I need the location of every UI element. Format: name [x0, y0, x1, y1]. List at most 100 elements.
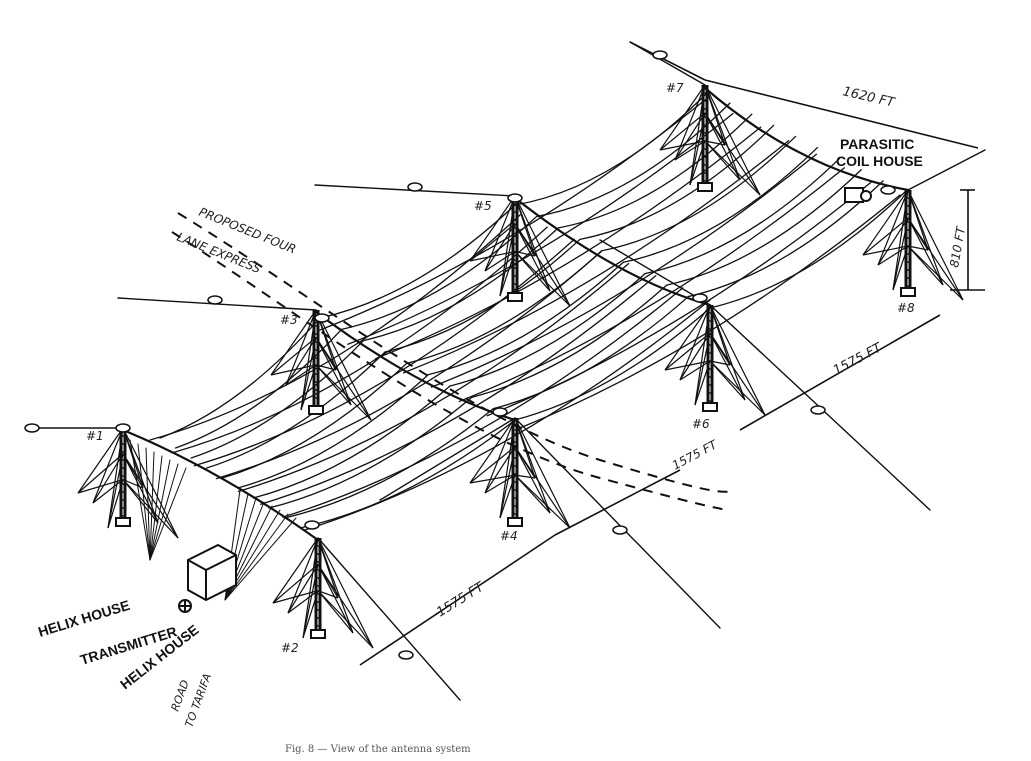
antenna-wire [171, 226, 548, 454]
guy-wire [862, 245, 909, 256]
tower-lattice [314, 559, 322, 565]
antenna-wire [458, 167, 845, 403]
tower-lattice [511, 265, 519, 271]
helix-house-building [187, 543, 237, 602]
downlead-wire [149, 455, 163, 561]
tower-lattice [312, 331, 320, 337]
tower-base [310, 629, 326, 639]
guy-wire [664, 304, 711, 371]
guy-wire [907, 189, 964, 301]
insulator [880, 185, 896, 195]
tower-lattice [511, 281, 519, 287]
antenna-wire [221, 362, 408, 479]
tower-lattice [706, 366, 714, 372]
antenna-wire [190, 340, 364, 459]
antenna-wire [471, 284, 668, 398]
insulator [304, 520, 320, 530]
guy-wire [514, 251, 571, 307]
tower-lattice [511, 225, 519, 231]
tower-lattice [314, 615, 322, 621]
tower-lattice [511, 439, 519, 445]
tower-lattice [706, 342, 714, 348]
tower-lattice [511, 479, 519, 485]
guy-wire [315, 364, 372, 421]
tower-lattice [511, 503, 519, 509]
guy-wire [122, 453, 179, 539]
tower-lattice [701, 146, 709, 152]
antenna-wire [206, 351, 386, 469]
insulator [24, 423, 40, 433]
guy-wire [270, 309, 317, 376]
tower-label-6: #6 [692, 417, 710, 431]
tower-lattice [119, 489, 127, 495]
guy-wire [270, 364, 317, 376]
guy-wire [664, 332, 711, 371]
tower-lattice [511, 249, 519, 255]
antenna-wire [644, 158, 840, 275]
downlead-wire [149, 463, 179, 561]
guy-wire [484, 250, 516, 272]
tower-base [308, 405, 324, 415]
tower-lattice [119, 505, 127, 511]
tower-masts [115, 85, 916, 639]
stay-wire [379, 417, 516, 501]
dimension-height: 810 FT [947, 224, 968, 268]
tower-lattice [312, 395, 320, 401]
antenna-wire [362, 227, 559, 342]
tower-lattice [701, 170, 709, 176]
guy-wire [272, 563, 319, 604]
guy-wire [514, 195, 571, 307]
antenna-wire [260, 275, 657, 505]
tower-base [507, 517, 523, 527]
tower-lattice [314, 623, 322, 629]
guy-wire [469, 474, 516, 484]
tower-lattice [312, 387, 320, 393]
tower-lattice [706, 350, 714, 356]
insulators [24, 50, 896, 660]
parasitic-coil-house [844, 187, 872, 203]
tower-lattice [511, 209, 519, 215]
tower-lattice [119, 481, 127, 487]
antenna-wire [304, 299, 711, 531]
tower-lattice [904, 211, 912, 217]
guy-wire [674, 140, 706, 161]
antenna-wire [237, 262, 630, 493]
tower-lattice [904, 267, 912, 273]
tower-label-1: #1 [86, 429, 104, 443]
guy-wire [679, 360, 711, 381]
antenna-wire [402, 140, 790, 374]
tower-lattice [701, 130, 709, 136]
antenna-wire [215, 250, 603, 480]
guy-wire [317, 590, 354, 634]
tower-lattice [701, 106, 709, 112]
tower-lattice [701, 90, 709, 96]
tower-lattice [511, 217, 519, 223]
tower-lattice [706, 390, 714, 396]
stay-wire [907, 149, 986, 191]
tower-lattice [904, 275, 912, 281]
tower-lattice [312, 355, 320, 361]
stay-wire [599, 239, 711, 306]
tower-lattice [119, 473, 127, 479]
guy-wire [272, 590, 319, 604]
guy-wire [287, 590, 319, 614]
guy-wire [674, 84, 706, 161]
proposed-highway [171, 212, 736, 511]
guy-wire [514, 417, 571, 529]
antenna-wire [319, 204, 516, 319]
guy-wire [659, 112, 706, 151]
guy-wire [709, 304, 766, 416]
parasitic-coil-label-line2: COIL HOUSE [836, 153, 923, 169]
tower-lattice [904, 219, 912, 225]
insulator [810, 405, 826, 415]
guy-wire [659, 140, 706, 151]
guy-wire [317, 537, 374, 649]
antenna-wire [347, 112, 734, 345]
tower-lattice [314, 607, 322, 613]
tower-lattice [511, 273, 519, 279]
tower-lattice [904, 259, 912, 265]
tower-lattice [314, 583, 322, 589]
guy-wire [679, 304, 711, 381]
antenna-wire [666, 169, 862, 286]
antenna-wire [193, 238, 575, 467]
